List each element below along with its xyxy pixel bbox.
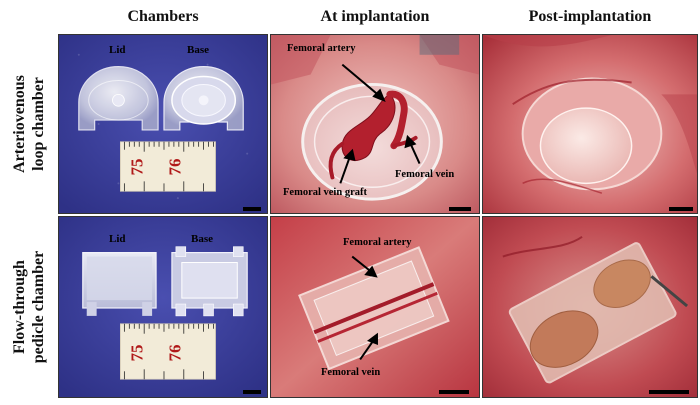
av-lid-label: Lid (109, 44, 126, 56)
scale-bar (243, 207, 261, 211)
ft-post-chamber (508, 242, 677, 384)
column-header-post-implantation: Post-implantation (528, 8, 652, 25)
scale-bar (669, 207, 693, 211)
ft-femoral-artery-label: Femoral artery (343, 237, 412, 248)
ft-chambers-photo (59, 217, 267, 397)
av-femoral-vein-graft-label: Femoral vein graft (283, 187, 367, 198)
scale-bar (449, 207, 471, 211)
panel-av-at-implantation: Femoral artery Femoral vein Femoral vein… (270, 34, 480, 214)
av-ruler-number-75: 75 (127, 158, 147, 176)
av-ruler-number-76: 76 (165, 158, 185, 176)
ft-ruler (120, 323, 216, 380)
ft-lid-shape (82, 252, 157, 316)
av-chambers-photo (59, 35, 267, 213)
row-label-av-line2: loop chamber (30, 77, 48, 171)
panel-ft-at-implantation: Femoral artery Femoral vein (270, 216, 480, 398)
row-label-ft-line1: Flow-through (11, 260, 29, 354)
scale-bar (243, 390, 261, 394)
panel-av-chambers: Lid Base 75 76 (58, 34, 268, 214)
ft-post-photo (483, 217, 697, 397)
ft-ruler-number-76: 76 (165, 344, 185, 362)
row-label-ft-line2: pedicle chamber (30, 250, 48, 364)
av-lid-shape (78, 66, 159, 131)
panel-ft-post-implantation (482, 216, 698, 398)
av-femoral-artery-label: Femoral artery (287, 43, 356, 54)
ft-femoral-vein-label: Femoral vein (321, 367, 381, 378)
av-vessel-loop (328, 90, 418, 180)
scale-bar (439, 390, 469, 394)
scale-bar (649, 390, 689, 394)
panel-av-post-implantation (482, 34, 698, 214)
ft-chamber-implanted (298, 246, 450, 371)
av-femoral-vein-label: Femoral vein (395, 169, 455, 180)
ft-base-label: Base (191, 233, 213, 245)
av-ruler (120, 141, 216, 192)
row-label-av-line1: Arteriovenous (11, 75, 29, 173)
av-implant-photo (271, 35, 479, 213)
av-post-photo (483, 35, 697, 213)
row-label-arteriovenous-loop: Arteriovenous loop chamber (2, 34, 56, 214)
av-base-label: Base (187, 44, 209, 56)
ft-ruler-number-75: 75 (127, 344, 147, 362)
ft-lid-label: Lid (109, 233, 126, 245)
panel-ft-chambers: Lid Base 75 76 (58, 216, 268, 398)
column-header-at-implantation: At implantation (320, 8, 430, 25)
row-label-flow-through-pedicle: Flow-through pedicle chamber (2, 216, 56, 398)
ft-implant-photo (271, 217, 479, 397)
ft-base-shape (171, 246, 248, 317)
av-base-shape (163, 66, 244, 131)
column-header-chambers: Chambers (127, 8, 199, 25)
